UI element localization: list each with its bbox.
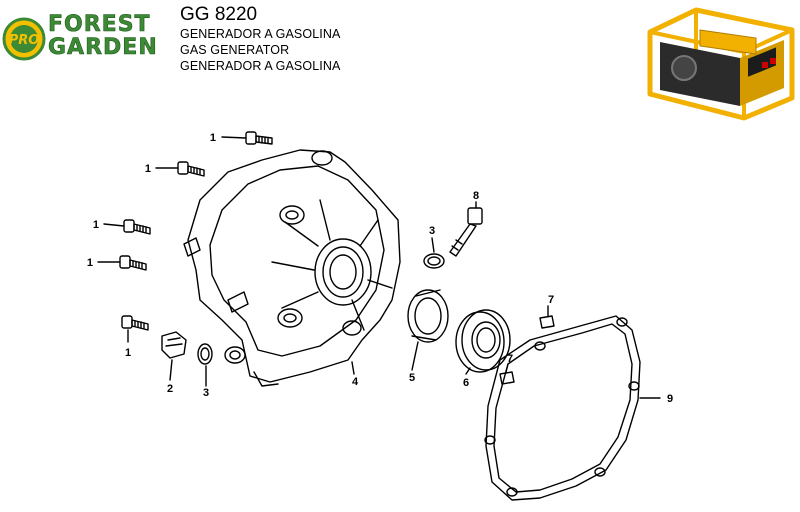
oil-dipstick [449, 207, 483, 257]
gas-generator-icon [647, 7, 795, 121]
oil-seal [407, 289, 449, 343]
model-title: GG 8220 [180, 4, 258, 25]
pro-badge-icon: PRO [2, 17, 46, 61]
bolt-1c [123, 219, 151, 235]
dowel-pin-7a [539, 315, 555, 329]
cover-gasket [484, 315, 641, 501]
brand-word-forest: FOREST [48, 12, 151, 37]
callout-6: 6 [463, 377, 469, 389]
callout-3b: 3 [429, 225, 435, 237]
bolt-1e [121, 315, 149, 331]
drain-plug [161, 331, 187, 359]
description-line-1: GENERADOR A GASOLINA [180, 27, 341, 41]
bolt-1b [177, 161, 205, 177]
callout-5: 5 [409, 372, 415, 384]
callout-1e: 1 [125, 347, 131, 359]
description-line-2: GAS GENERATOR [180, 43, 290, 57]
description-line-3: GENERADOR A GASOLINA [180, 59, 341, 73]
brand-logo: PRO FOREST GARDEN [2, 12, 170, 64]
callout-1a: 1 [210, 132, 216, 144]
callout-4: 4 [352, 376, 359, 388]
callout-9: 9 [667, 393, 673, 405]
seal-ring-3a [197, 343, 213, 365]
callout-8: 8 [473, 190, 479, 202]
callout-1b: 1 [145, 163, 151, 175]
bolt-1a [245, 131, 273, 145]
seal-ring-3b [423, 253, 445, 269]
callout-2: 2 [167, 383, 173, 395]
callout-7b: 7 [507, 353, 513, 365]
crankcase-cover [183, 149, 401, 387]
callout-1c: 1 [93, 219, 99, 231]
dowel-pin-7b [499, 371, 515, 385]
callout-1d: 1 [87, 257, 93, 269]
badge-text: PRO [9, 33, 40, 48]
brand-word-garden: GARDEN [48, 35, 158, 60]
bolt-1d [119, 255, 147, 271]
callout-3a: 3 [203, 387, 209, 399]
ball-bearing [455, 309, 511, 373]
callout-7a: 7 [548, 294, 554, 306]
